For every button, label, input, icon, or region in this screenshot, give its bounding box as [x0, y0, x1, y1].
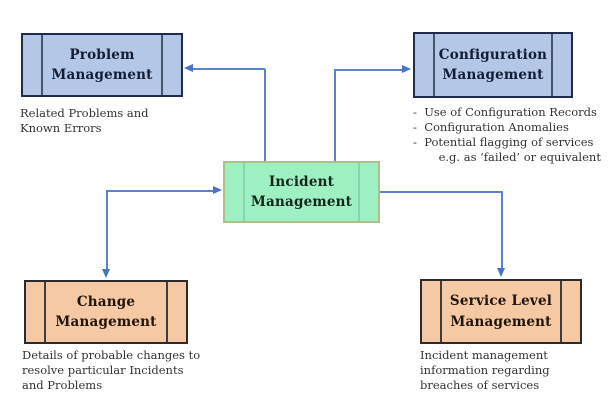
node-change-management: Change Management: [24, 280, 188, 344]
node-incident-management-label: Incident Management: [250, 173, 353, 210]
node-configuration-management: Configuration Management: [413, 32, 573, 98]
process-side-bar-right: [551, 34, 553, 96]
service-level-management-note: Incident management information regardin…: [420, 348, 550, 392]
process-side-bar-left: [440, 281, 442, 342]
connector-incident-to-configuration-horizontal: [334, 69, 403, 71]
arrowhead-into-incident-icon: [213, 186, 222, 194]
node-problem-management-label: Problem Management: [51, 46, 153, 83]
process-side-bar-right: [161, 35, 163, 95]
connector-incident-change-vertical: [106, 190, 108, 270]
process-side-bar-right: [358, 163, 360, 221]
process-side-bar-left: [41, 35, 43, 95]
connector-incident-to-problem-horizontal: [189, 68, 265, 70]
connector-incident-change-horizontal: [107, 190, 214, 192]
arrowhead-into-configuration-icon: [402, 65, 411, 73]
connector-incident-to-service-level-vertical: [501, 191, 503, 269]
process-side-bar-left: [433, 34, 435, 96]
node-service-level-management: Service Level Management: [420, 279, 582, 344]
connector-incident-to-service-level-horizontal: [380, 191, 502, 193]
problem-management-note: Related Problems and Known Errors: [20, 106, 149, 135]
configuration-management-note: - Use of Configuration Records - Configu…: [413, 105, 601, 164]
arrowhead-into-service-level-icon: [497, 268, 505, 277]
process-side-bar-left: [243, 163, 245, 221]
node-incident-management: Incident Management: [223, 161, 380, 223]
node-problem-management: Problem Management: [21, 33, 183, 97]
connector-incident-to-configuration-vertical: [334, 70, 336, 161]
process-side-bar-right: [560, 281, 562, 342]
change-management-note: Details of probable changes to resolve p…: [22, 348, 201, 392]
arrowhead-into-change-icon: [102, 269, 110, 278]
node-change-management-label: Change Management: [55, 293, 157, 330]
process-side-bar-left: [44, 282, 46, 342]
node-configuration-management-label: Configuration Management: [438, 46, 548, 83]
node-service-level-management-label: Service Level Management: [449, 293, 553, 330]
connector-incident-to-problem-vertical: [264, 69, 266, 161]
arrowhead-into-problem-icon: [184, 64, 193, 72]
process-side-bar-right: [166, 282, 168, 342]
